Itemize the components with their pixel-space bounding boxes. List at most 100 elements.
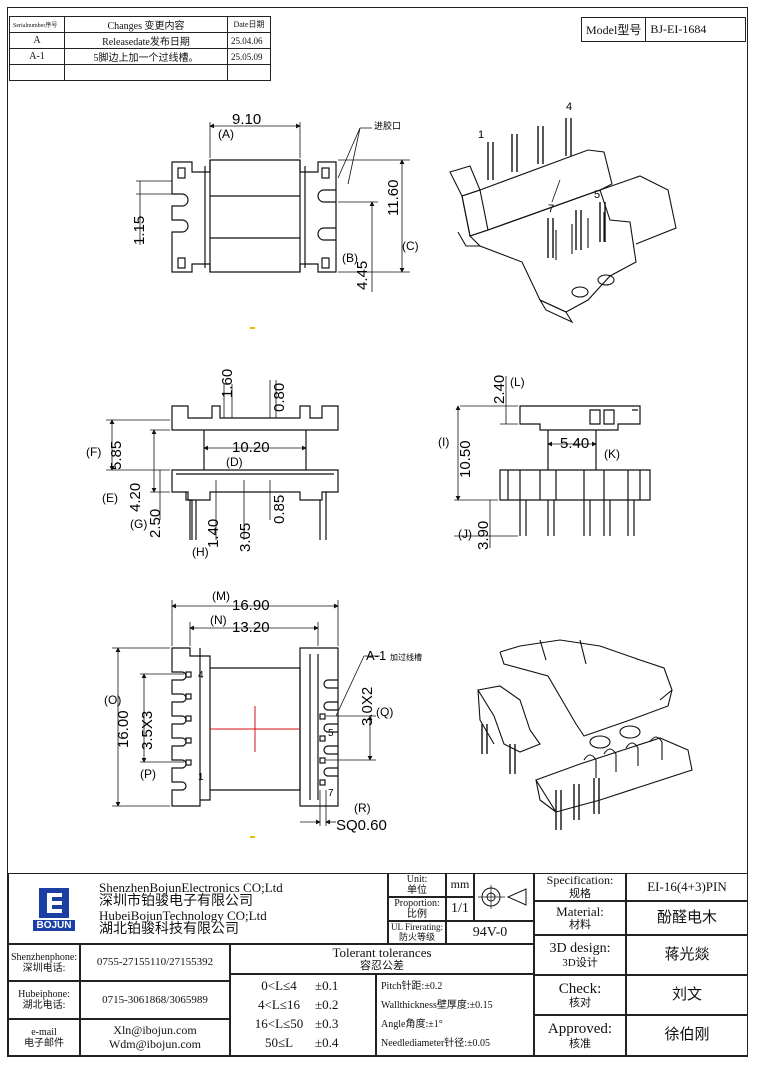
iso-pins-bottom: [481, 724, 600, 830]
bottom-pin-5: 5: [328, 728, 334, 739]
dim-g: 2.50: [147, 509, 164, 538]
logo-text: BOJUN: [33, 920, 75, 931]
model-box: Model型号 BJ-EI-1684: [581, 17, 746, 42]
dim-m: 16.90: [232, 597, 270, 614]
dim-b: 4.45: [354, 261, 371, 290]
dim-d: 10.20: [232, 439, 270, 456]
dim-r: SQ0.60: [336, 817, 387, 834]
side-view: [499, 405, 651, 536]
note-needle: Needlediameter针径:±0.05: [381, 1038, 491, 1049]
shenzhen-phone: 0755-27155110/27155392: [80, 944, 230, 981]
dim-e: 4.20: [127, 483, 144, 512]
front-view: [171, 405, 339, 540]
projection-symbol: [474, 873, 534, 921]
iso-pin-7: 7: [548, 203, 554, 215]
spec-value: EI-16(4+3)PIN: [626, 873, 748, 901]
note-slot: 加过线槽: [390, 652, 422, 662]
label-i: (I): [438, 435, 449, 449]
company-block: BOJUN ShenzhenBojunElectronics CO;Ltd 深圳…: [8, 873, 388, 944]
bottom-pin-4: 4: [198, 670, 204, 681]
proportion-label: Proportion:比例: [388, 897, 446, 921]
dim-o: 16.00: [115, 710, 132, 748]
shenzhen-phone-label: Shenzhenphone:深圳电话:: [8, 944, 80, 981]
hubei-phone-label: Hubeiphone:湖北电话:: [8, 981, 80, 1019]
company-cn-2: 湖北铂骏科技有限公司: [99, 921, 239, 937]
logo: BOJUN: [9, 886, 99, 931]
label-g: (G): [130, 517, 147, 531]
ul-value: 94V-0: [446, 921, 534, 944]
tolerance-row: 4<L≤16±0.2: [258, 997, 339, 1013]
projection-icon: [478, 885, 527, 909]
dim-085: 0.85: [271, 495, 288, 524]
table-row: A Releasedate发布日期 25.04.06: [9, 32, 271, 49]
company-cn-1: 深圳市铂骏电子有限公司: [99, 893, 253, 909]
spec-label: Specification:规格: [534, 873, 626, 901]
dim-n: 13.20: [232, 619, 270, 636]
label-b: (B): [342, 251, 358, 265]
dim-k: 5.40: [560, 435, 589, 452]
ul-label: UL Firerating:防火等级: [388, 921, 446, 944]
dim-a: 9.10: [232, 111, 261, 128]
dim-q: 3.0X2: [359, 687, 376, 726]
tolerance-notes: Pitch针距:±0.2 Wallthickness壁厚度:±0.15 Angl…: [376, 974, 534, 1056]
label-m: (M): [212, 589, 230, 603]
bojun-logo-icon: [39, 888, 69, 918]
center-mark: [250, 836, 255, 838]
dim-j: 3.90: [475, 521, 492, 550]
label-j: (J): [458, 527, 472, 541]
tolerance-row: 50≤L±0.4: [264, 1035, 339, 1051]
proportion-value: 1/1: [446, 897, 474, 921]
label-a: (A): [218, 127, 234, 141]
dim-i: 10.50: [457, 440, 474, 478]
note-wall: Wallthickness壁厚度:±0.15: [381, 1000, 493, 1011]
tolerance-row: 0<L≤4±0.1: [261, 978, 339, 994]
check-label: Check:核对: [534, 975, 626, 1015]
approved-value: 徐伯刚: [626, 1015, 748, 1056]
label-l: (L): [510, 375, 525, 389]
note-angle: Angle角度:±1°: [381, 1019, 443, 1030]
revision-table: Serialnumber序号 Changes 变更内容 Date日期 A Rel…: [9, 16, 271, 81]
iso-pin-4: 4: [566, 101, 572, 113]
label-d: (D): [226, 455, 243, 469]
dim-h: 1.40: [205, 519, 222, 548]
bottom-pin-7: 7: [328, 788, 334, 799]
center-mark: [250, 327, 255, 329]
label-r: (R): [354, 801, 371, 815]
model-label: Model型号: [586, 23, 642, 37]
approved-label: Approved:核准: [534, 1015, 626, 1056]
hubei-phone: 0715-3061868/3065989: [80, 981, 230, 1019]
iso-pins-top: [487, 118, 606, 258]
title-block: BOJUN ShenzhenBojunElectronics CO;Ltd 深圳…: [8, 873, 748, 1056]
company-en-1: ShenzhenBojunElectronics CO;Ltd: [99, 879, 283, 895]
unit-label: Unit:单位: [388, 873, 446, 897]
iso-view-bottom: [477, 639, 693, 813]
note-glue: 进胶口: [374, 120, 401, 131]
dim-080: 0.80: [271, 383, 288, 412]
label-q: (Q): [376, 705, 393, 719]
dim-f: 5.85: [108, 441, 125, 470]
unit-value: mm: [446, 873, 474, 897]
tolerance-row: 16<L≤50±0.3: [254, 1016, 339, 1032]
bottom-pin-1: 1: [198, 772, 204, 783]
label-e: (E): [102, 491, 118, 505]
material-value: 酚醛电木: [626, 901, 748, 935]
label-c: (C): [402, 239, 419, 253]
dim-l: 2.40: [491, 375, 508, 404]
tolerance-table: 0<L≤4±0.1 4<L≤16±0.2 16<L≤50±0.3 50≤L±0.…: [230, 974, 376, 1056]
top-view: [171, 159, 337, 273]
label-k: (K): [604, 447, 620, 461]
check-value: 刘文: [626, 975, 748, 1015]
dim-115: 1.15: [131, 216, 148, 245]
label-p: (P): [140, 767, 156, 781]
label-o: (O): [104, 693, 121, 707]
dim-305: 3.05: [237, 523, 254, 552]
iso-view-top: [449, 149, 677, 324]
dim-c: 11.60: [385, 180, 402, 216]
iso-pin-1: 1: [478, 129, 484, 141]
note-a1: A-1: [366, 648, 386, 663]
technical-drawing: 9.10 (A) 进胶口 11.60 (C) 4.45 (B) 1.15 1 4…: [86, 101, 693, 838]
note-pitch: Pitch针距:±0.2: [381, 981, 443, 992]
company-names: ShenzhenBojunElectronics CO;Ltd 深圳市铂骏电子有…: [99, 879, 283, 937]
